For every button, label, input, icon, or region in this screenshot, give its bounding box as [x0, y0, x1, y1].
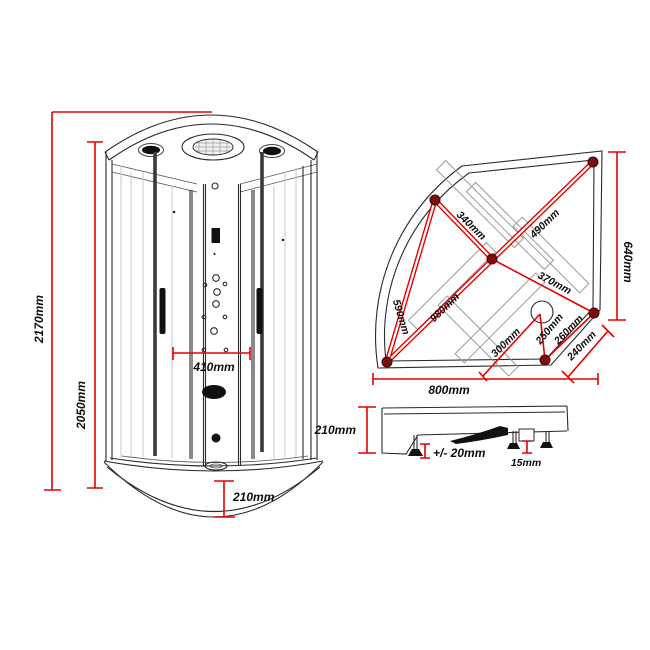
measurement-diagonals [384, 160, 595, 382]
dim-total-height: 2170mm [32, 111, 212, 491]
door-handle-left [159, 288, 166, 334]
dome-grid [195, 139, 231, 155]
control-display [211, 228, 220, 243]
dim-cabin-height: 2050mm [74, 141, 103, 489]
dim-depth: 640mm [608, 151, 635, 321]
corner-markers [381, 156, 600, 368]
depth-label: 640mm [621, 241, 635, 283]
cabin-height-label: 2050mm [74, 381, 88, 430]
foot-adjustment-label: +/- 20mm [433, 446, 486, 460]
soap-dish [202, 385, 226, 399]
dim-foot-adjustment: +/- 20mm [420, 443, 486, 460]
dim-foot-height: 15mm [511, 440, 541, 469]
label-590: 590mm [390, 298, 412, 336]
drain-top [530, 300, 554, 324]
dim-width: 800mm [372, 373, 599, 397]
waste-pipe [450, 426, 508, 444]
front-tray-height-label: 210mm [232, 490, 275, 504]
foot-middle [507, 443, 520, 449]
door-handle-right [256, 288, 263, 334]
foot-rear [540, 442, 553, 448]
roof-speaker-left [138, 143, 164, 157]
waste-trap [518, 428, 535, 442]
top-view: 340mm 490mm 980mm 590mm 370mm 250mm 260m… [372, 150, 635, 397]
roof-speaker-right [259, 144, 285, 158]
foot-front [408, 449, 423, 456]
tray-grooves [407, 159, 590, 377]
mid-width-label: 410mm [192, 360, 235, 374]
dim-front-tray-height: 210mm [213, 480, 275, 518]
front-view: 2170mm 2050mm [32, 111, 324, 518]
control-panel [172, 182, 285, 443]
foot-height-label: 15mm [511, 457, 541, 469]
cabin-outline [103, 114, 324, 518]
dim-mid-width: 410mm [172, 347, 251, 374]
roof-dome [181, 133, 245, 161]
side-view: 210mm +/- 20mm 15mm [314, 405, 569, 469]
body-jet [211, 433, 221, 443]
total-height-label: 2170mm [32, 295, 46, 344]
front-tray [103, 455, 324, 518]
dim-side-tray-height: 210mm [314, 406, 376, 454]
width-label: 800mm [428, 383, 470, 397]
side-tray-height-label: 210mm [314, 423, 357, 437]
drain-front [204, 461, 228, 471]
side-tray-outline [381, 405, 569, 456]
label-370: 370mm [536, 270, 574, 298]
